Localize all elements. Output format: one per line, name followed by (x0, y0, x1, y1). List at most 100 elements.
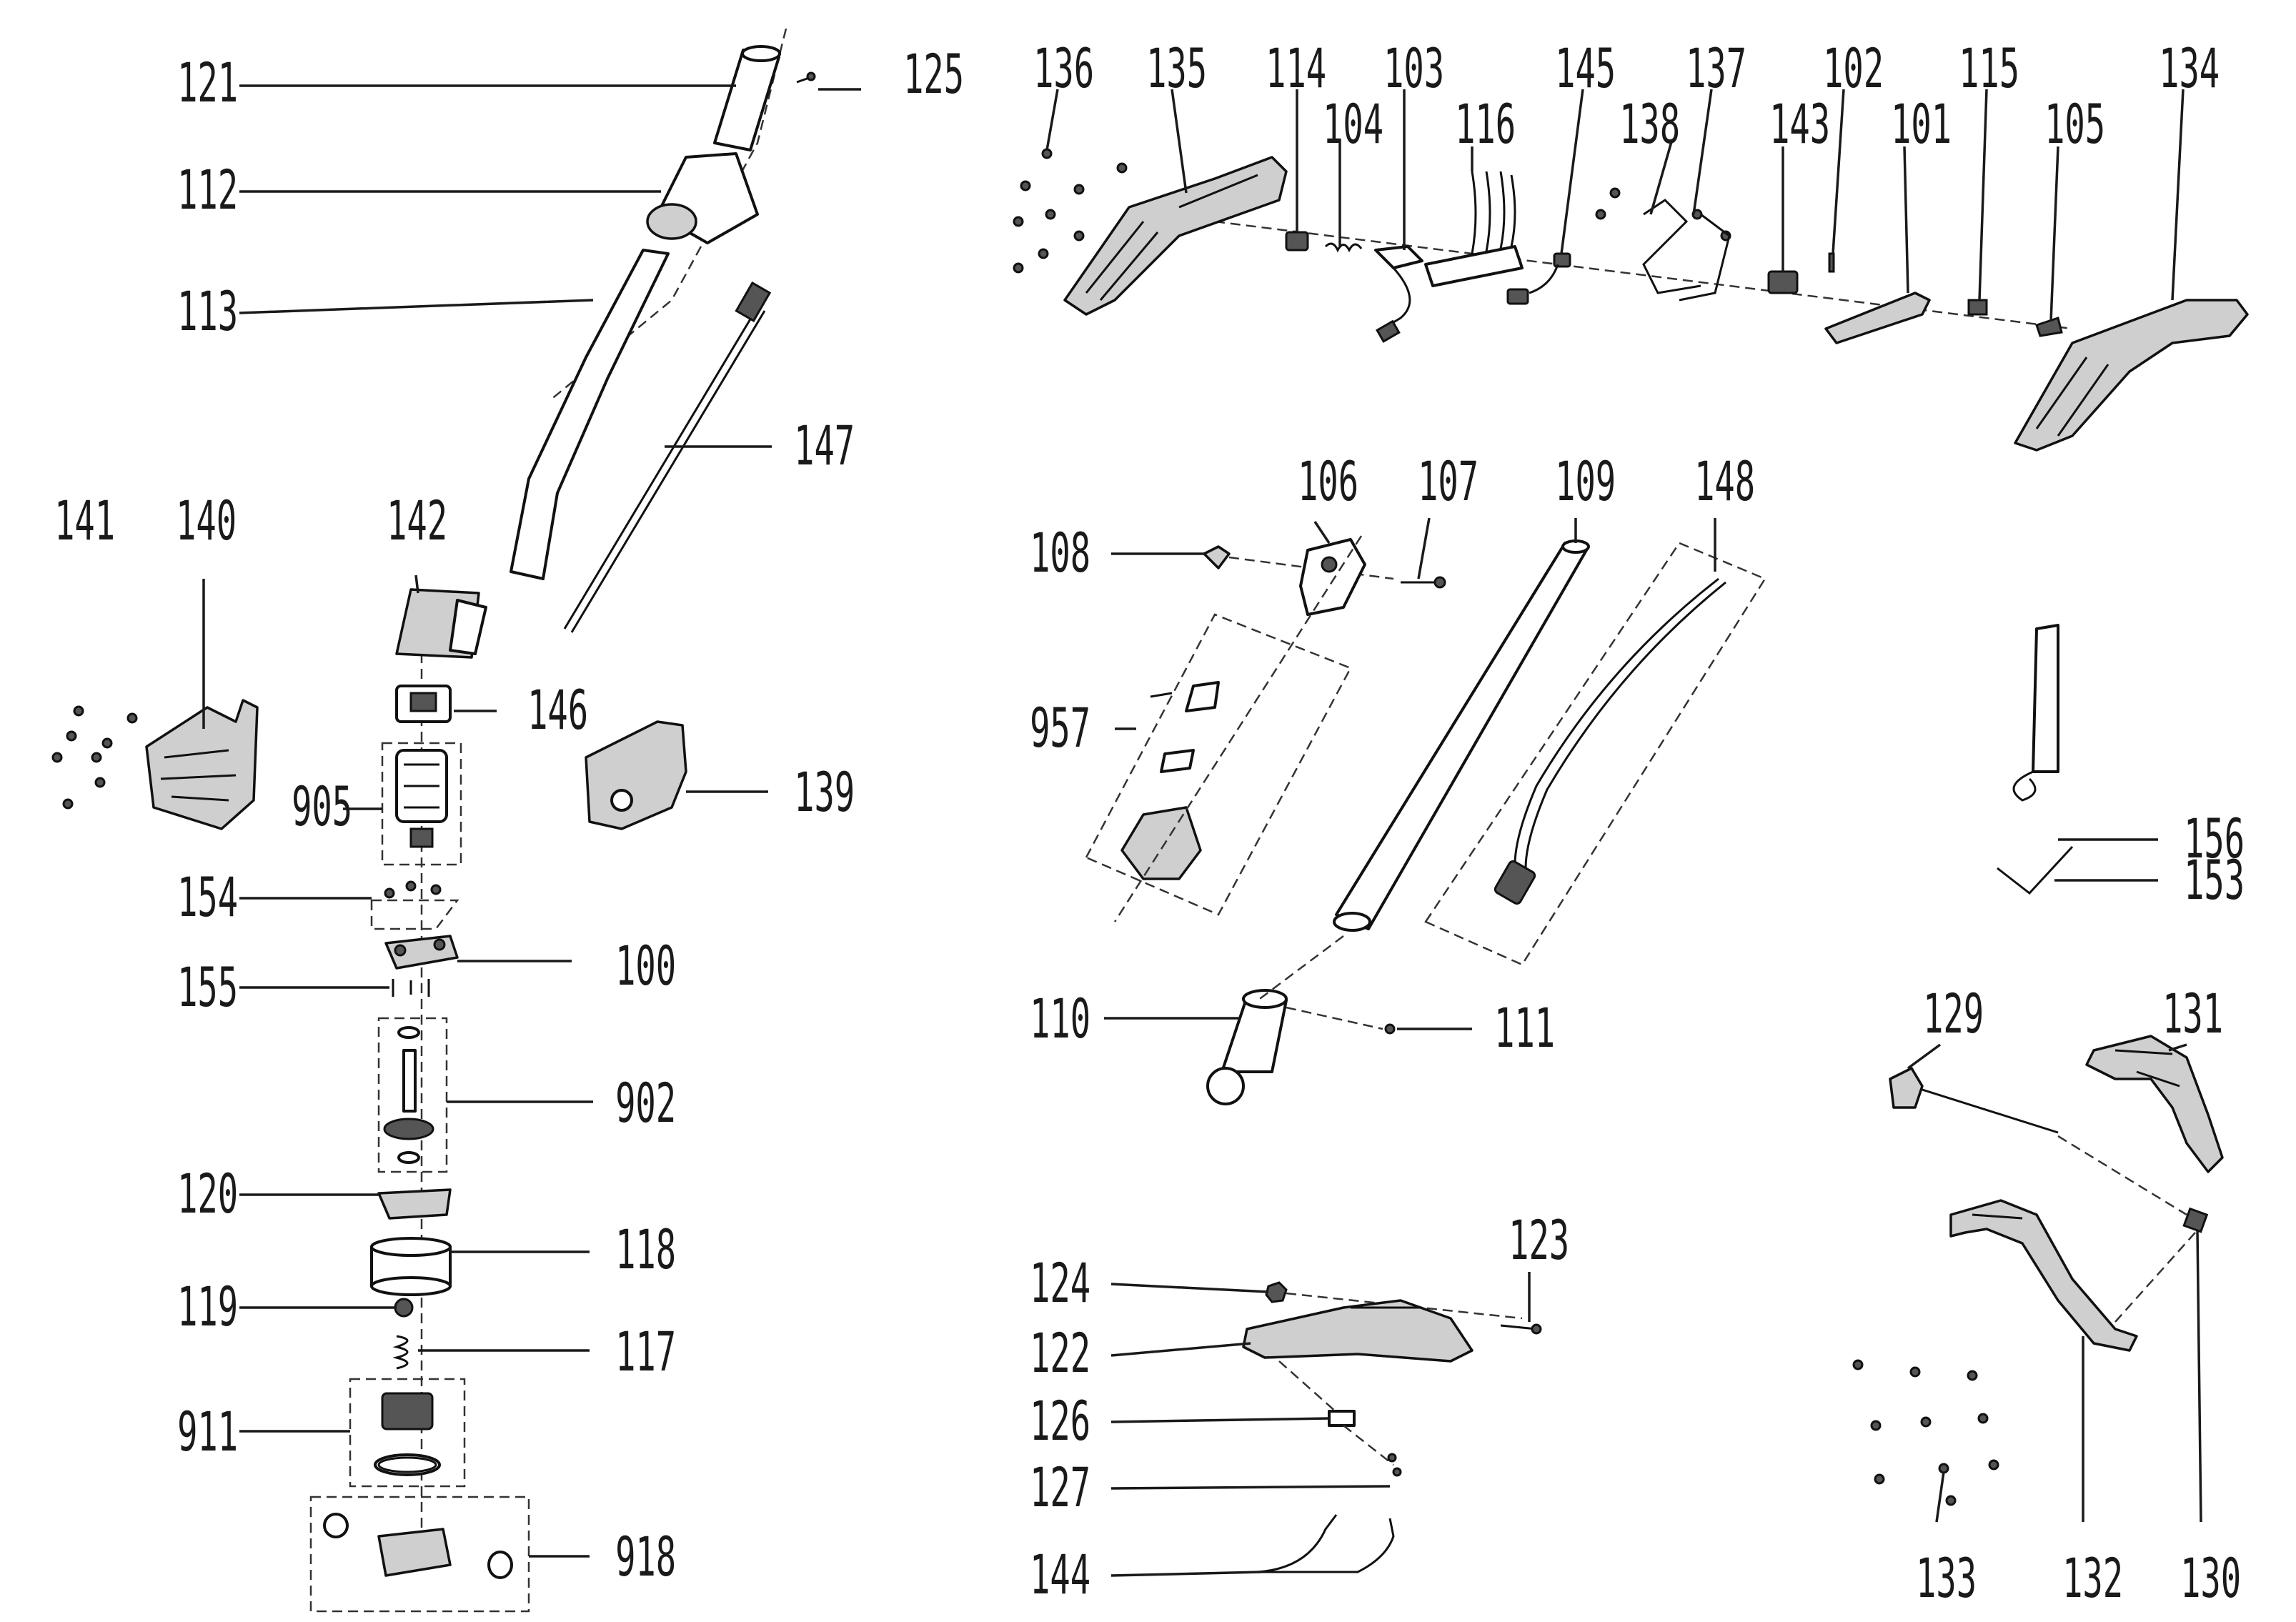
part-120-gear-cover (377, 1188, 452, 1220)
label-124: 124 (1030, 1251, 1090, 1315)
part-131-front-handle-top (2085, 1035, 2224, 1173)
part-100-motor-plate (384, 935, 459, 970)
part-111-screw (1384, 1023, 1396, 1035)
part-110-shaft-coupling (1206, 989, 1288, 1105)
label-148: 148 (1694, 449, 1755, 513)
label-121: 121 (177, 51, 238, 114)
label-136: 136 (1033, 36, 1094, 100)
label-142: 142 (387, 489, 447, 552)
label-115: 115 (1959, 36, 2019, 100)
label-101: 101 (1891, 92, 1952, 156)
label-144: 144 (1030, 1543, 1090, 1606)
part-116-circuit-board (1424, 171, 1524, 287)
callout-labels: 121 125 112 113 147 141 140 142 146 905 … (54, 36, 2245, 1610)
label-133: 133 (1916, 1546, 1977, 1610)
label-123: 123 (1509, 1208, 1569, 1272)
guard-assembly (1110, 1272, 1542, 1577)
part-155-screws (392, 979, 430, 997)
label-102: 102 (1823, 36, 1884, 100)
part-109-lower-shaft (1333, 539, 1590, 932)
label-107: 107 (1418, 449, 1479, 513)
part-121-shaft-coupling (713, 45, 781, 151)
label-141: 141 (54, 489, 115, 552)
part-125-screw (796, 71, 816, 84)
label-134: 134 (2159, 36, 2220, 100)
label-138: 138 (1619, 92, 1680, 156)
label-100: 100 (615, 934, 676, 997)
top-handle-assembly (1013, 89, 2249, 452)
label-104: 104 (1323, 92, 1383, 156)
label-130: 130 (2180, 1546, 2241, 1610)
label-117: 117 (615, 1320, 676, 1383)
part-153-hex-key (1997, 845, 2074, 895)
part-138-screws (1595, 187, 1731, 242)
part-122-guard (1242, 1299, 1473, 1363)
label-103: 103 (1383, 36, 1444, 100)
part-108-wing-nut (1203, 545, 1231, 569)
part-911-spool-assembly (349, 1378, 466, 1488)
label-127: 127 (1030, 1456, 1090, 1519)
part-902-drive-shaft-assembly (377, 1017, 448, 1173)
part-104-spring (1324, 242, 1363, 253)
label-918: 918 (615, 1525, 676, 1588)
part-143-lock-button (1767, 270, 1799, 294)
part-130-square-nut (2182, 1207, 2209, 1233)
part-156-edge-guide (2012, 624, 2059, 802)
label-108: 108 (1030, 521, 1090, 584)
label-132: 132 (2062, 1546, 2123, 1610)
label-137: 137 (1686, 36, 1746, 100)
part-112-grip-collar (646, 152, 759, 244)
label-109: 109 (1555, 449, 1616, 513)
part-133-screws (1852, 1359, 1999, 1506)
part-918-spool-cap-assembly (309, 1496, 530, 1613)
label-112: 112 (177, 158, 238, 222)
part-102-pin (1828, 252, 1835, 273)
part-118-drum (370, 1237, 452, 1296)
part-144-plant-guard (1257, 1514, 1395, 1573)
part-127-screws (1387, 1453, 1402, 1477)
part-148-cable-assembly (1424, 542, 1766, 966)
label-119: 119 (177, 1275, 238, 1338)
label-143: 143 (1769, 92, 1830, 156)
label-129: 129 (1923, 982, 1984, 1045)
label-902: 902 (615, 1071, 676, 1135)
right-assembly (1852, 624, 2224, 1523)
part-123-bolt (1500, 1323, 1542, 1335)
part-107-bolt (1401, 576, 1446, 589)
part-124-nut (1265, 1281, 1288, 1303)
part-134-handle-half (2014, 299, 2249, 452)
label-145: 145 (1555, 36, 1616, 100)
part-905-motor-assembly (381, 742, 462, 866)
part-135-handle-half (1063, 156, 1288, 316)
part-113-upper-shaft (510, 249, 670, 580)
label-125: 125 (903, 42, 964, 106)
part-132-front-handle-bottom (1949, 1199, 2138, 1352)
label-111: 111 (1494, 996, 1555, 1060)
label-905: 905 (292, 775, 352, 838)
label-155: 155 (177, 955, 238, 1019)
left-assembly (51, 28, 861, 1613)
label-135: 135 (1146, 36, 1207, 100)
part-957-clamp-assembly (1085, 613, 1352, 916)
label-122: 122 (1030, 1321, 1090, 1385)
label-116: 116 (1455, 92, 1516, 156)
label-105: 105 (2044, 92, 2105, 156)
label-140: 140 (176, 489, 237, 552)
part-141-screws (51, 705, 138, 810)
part-136-screws (1013, 148, 1128, 274)
part-103-lever (1374, 245, 1423, 343)
part-147-wire (563, 281, 772, 633)
part-146-switch (395, 685, 452, 723)
label-114: 114 (1266, 36, 1326, 100)
part-117-spring (392, 1335, 409, 1370)
part-119-nut (394, 1298, 414, 1318)
label-146: 146 (527, 678, 588, 742)
label-120: 120 (177, 1162, 238, 1225)
label-106: 106 (1298, 449, 1358, 513)
label-156: 156 (2184, 807, 2245, 870)
part-105-clip (2035, 317, 2063, 337)
part-154-screws (370, 880, 459, 930)
part-126-line-cutter (1328, 1410, 1356, 1427)
label-110: 110 (1030, 987, 1090, 1050)
label-139: 139 (794, 760, 855, 824)
